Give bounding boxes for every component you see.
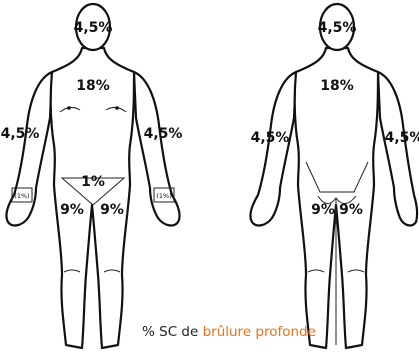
front-nipple-right (115, 106, 119, 110)
caption: % SC de brûlure profonde (142, 324, 316, 340)
back-body-figure (250, 4, 417, 348)
front-head-label: 4,5% (74, 20, 113, 36)
front-nipple-left (67, 106, 71, 110)
back-leg-left-label: 9% (311, 202, 335, 218)
front-leg-right-label: 9% (100, 202, 124, 218)
front-genitals-label: 1% (81, 174, 105, 190)
front-leg-left-label: 9% (60, 202, 84, 218)
back-left-arm (250, 72, 296, 225)
caption-highlight: brûlure profonde (203, 324, 316, 340)
back-leg-right-label: 9% (339, 202, 363, 218)
back-arm-left-label: 4,5% (251, 130, 290, 146)
caption-prefix: % SC de (142, 324, 203, 340)
front-hand-right-label: (1%) (156, 192, 171, 200)
front-hand-left-label: (1%) (14, 192, 29, 200)
back-trunk-label: 18% (320, 78, 354, 94)
back-right-arm (378, 72, 417, 225)
front-arm-left-label: 4,5% (1, 126, 40, 142)
front-trunk-label: 18% (76, 78, 110, 94)
back-head-label: 4,5% (318, 20, 357, 36)
front-arm-right-label: 4,5% (144, 126, 183, 142)
back-arm-right-label: 4,5% (385, 130, 419, 146)
